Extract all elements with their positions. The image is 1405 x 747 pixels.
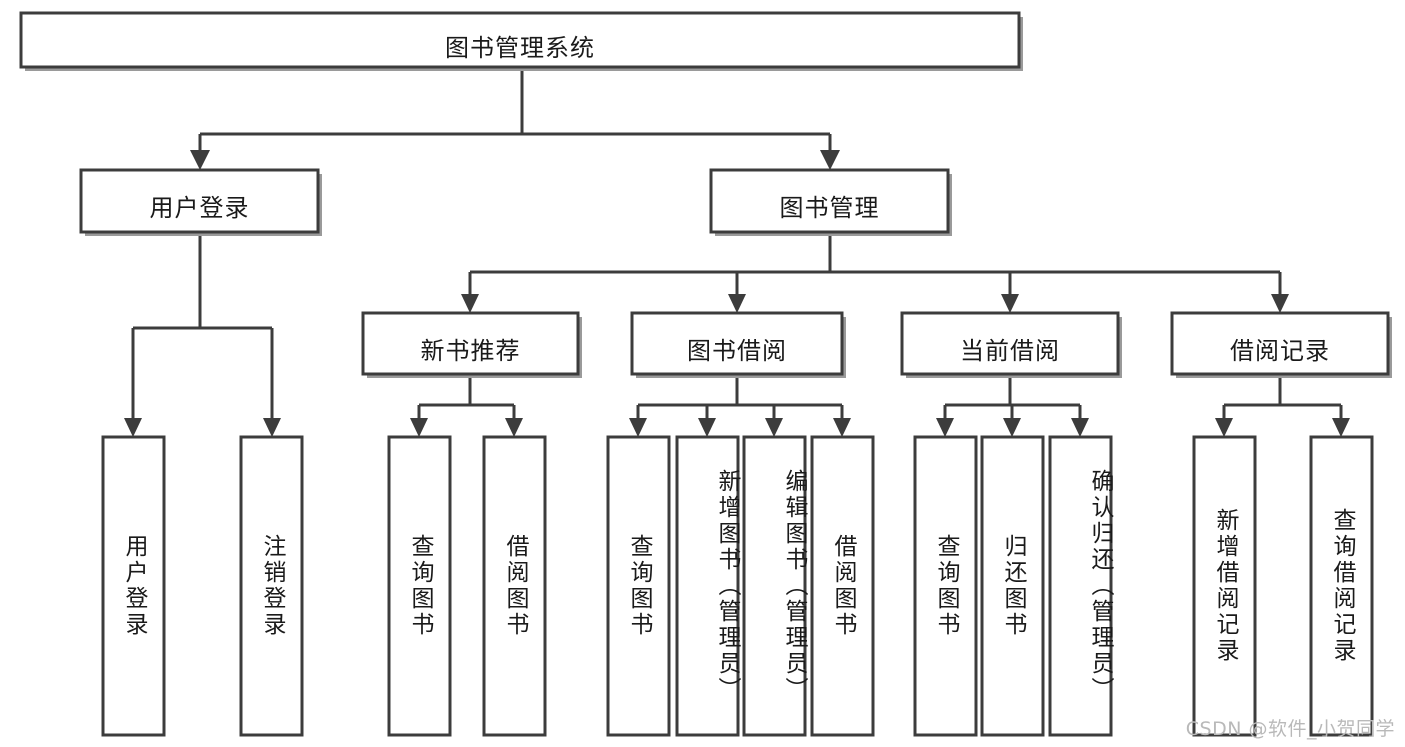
node-leaf-add-record[interactable]: [1192, 435, 1257, 737]
node-book-management[interactable]: [709, 168, 950, 234]
node-leaf-query-book-1[interactable]: [387, 435, 452, 737]
node-leaf-return-book[interactable]: [980, 435, 1045, 737]
arrow-head-leaf-query-book-1: [410, 418, 428, 437]
arrow-head-book-borrow: [728, 294, 746, 313]
node-leaf-user-logout[interactable]: [239, 435, 304, 737]
arrow-head-current-borrow: [1001, 294, 1019, 313]
arrow-head-book-management: [820, 150, 840, 170]
nodes-layer: [19, 11, 1392, 737]
arrow-head-user-login: [190, 150, 210, 170]
arrow-head-leaf-user-login: [124, 418, 142, 437]
arrow-head-leaf-add-book: [698, 418, 716, 437]
arrow-head-leaf-return-book: [1003, 418, 1021, 437]
arrow-head-leaf-edit-book: [765, 418, 783, 437]
node-leaf-confirm-return[interactable]: [1048, 435, 1113, 737]
arrow-head-borrow-record: [1271, 294, 1289, 313]
csdn-watermark: CSDN @软件_小贺同学: [1185, 718, 1395, 740]
arrow-head-leaf-query-record: [1332, 418, 1350, 437]
arrow-head-leaf-query-book-2: [629, 418, 647, 437]
node-new-book-recommend[interactable]: [361, 311, 580, 376]
node-borrow-record[interactable]: [1170, 311, 1390, 376]
node-leaf-borrow-book-2[interactable]: [810, 435, 875, 737]
node-leaf-query-book-3[interactable]: [913, 435, 978, 737]
arrow-head-leaf-borrow-book-2: [833, 418, 851, 437]
node-current-borrow[interactable]: [900, 311, 1120, 376]
node-user-login[interactable]: [79, 168, 320, 234]
node-book-borrow[interactable]: [630, 311, 844, 376]
node-leaf-borrow-book-1[interactable]: [482, 435, 547, 737]
arrow-head-leaf-borrow-book-1: [505, 418, 523, 437]
node-leaf-query-book-2[interactable]: [606, 435, 671, 737]
arrow-head-leaf-add-record: [1215, 418, 1233, 437]
arrow-head-leaf-query-book-3: [936, 418, 954, 437]
arrow-head-leaf-confirm-return: [1071, 418, 1089, 437]
node-root[interactable]: [19, 11, 1021, 69]
arrow-head-leaf-user-logout: [263, 418, 281, 437]
node-leaf-add-book[interactable]: [675, 435, 740, 737]
node-leaf-edit-book[interactable]: [742, 435, 807, 737]
arrow-head-new-book-recommend: [461, 294, 479, 313]
edges-layer: [124, 67, 1350, 437]
node-leaf-query-record[interactable]: [1309, 435, 1374, 737]
node-leaf-user-login[interactable]: [101, 435, 166, 737]
